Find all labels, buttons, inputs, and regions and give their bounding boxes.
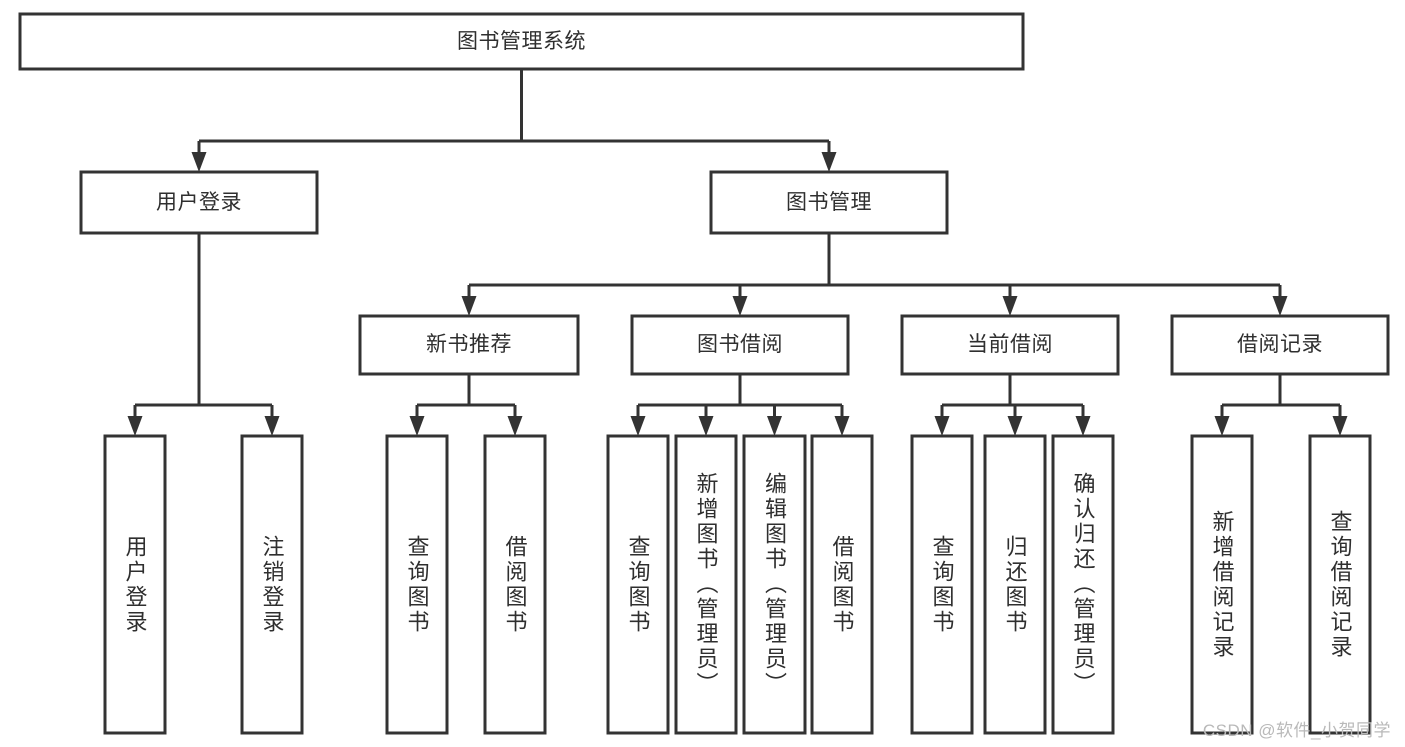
arrowhead xyxy=(1002,296,1018,316)
arrowhead xyxy=(821,152,837,172)
node-box-book-manage[interactable] xyxy=(709,170,949,235)
arrowhead xyxy=(698,416,714,436)
node-box-current-borrow[interactable] xyxy=(900,314,1120,376)
node-box-borrow-record[interactable] xyxy=(1170,314,1390,376)
node-box-leaf-logout[interactable] xyxy=(240,434,304,735)
node-box-leaf-query-book-borrow[interactable] xyxy=(606,434,670,735)
node-box-leaf-user-login[interactable] xyxy=(103,434,167,735)
node-box-book-borrow[interactable] xyxy=(630,314,850,376)
arrowhead xyxy=(1214,416,1230,436)
node-box-new-book-recommend[interactable] xyxy=(358,314,580,376)
node-box-leaf-borrow-book[interactable] xyxy=(810,434,874,735)
arrowhead xyxy=(127,416,143,436)
node-box-leaf-return-book[interactable] xyxy=(983,434,1047,735)
arrowhead xyxy=(1272,296,1288,316)
arrowhead xyxy=(461,296,477,316)
arrowhead xyxy=(732,296,748,316)
arrowhead xyxy=(934,416,950,436)
node-box-leaf-add-borrow-record[interactable] xyxy=(1190,434,1254,735)
arrowhead xyxy=(630,416,646,436)
arrowhead xyxy=(834,416,850,436)
node-box-leaf-edit-book-admin[interactable] xyxy=(742,434,807,735)
node-box-leaf-add-book-admin[interactable] xyxy=(674,434,738,735)
node-box-leaf-query-book-current[interactable] xyxy=(910,434,974,735)
node-box-leaf-query-borrow-record[interactable] xyxy=(1308,434,1372,735)
arrowhead xyxy=(507,416,523,436)
node-box-leaf-confirm-return-admin[interactable] xyxy=(1051,434,1115,735)
node-box-leaf-borrow-book-recommend[interactable] xyxy=(483,434,547,735)
arrowhead xyxy=(191,152,207,172)
node-box-layer xyxy=(18,12,1390,735)
arrowhead xyxy=(1007,416,1023,436)
csdn-watermark: CSDN @软件_小贺同学 xyxy=(1202,721,1391,740)
arrowhead xyxy=(1075,416,1091,436)
arrowhead xyxy=(264,416,280,436)
arrowhead xyxy=(767,416,782,436)
arrowhead xyxy=(1332,416,1348,436)
node-box-root[interactable] xyxy=(18,12,1025,71)
arrowhead xyxy=(409,416,425,436)
node-box-leaf-query-book-recommend[interactable] xyxy=(385,434,449,735)
connector-layer xyxy=(127,69,1348,436)
node-box-user-login[interactable] xyxy=(79,170,319,235)
